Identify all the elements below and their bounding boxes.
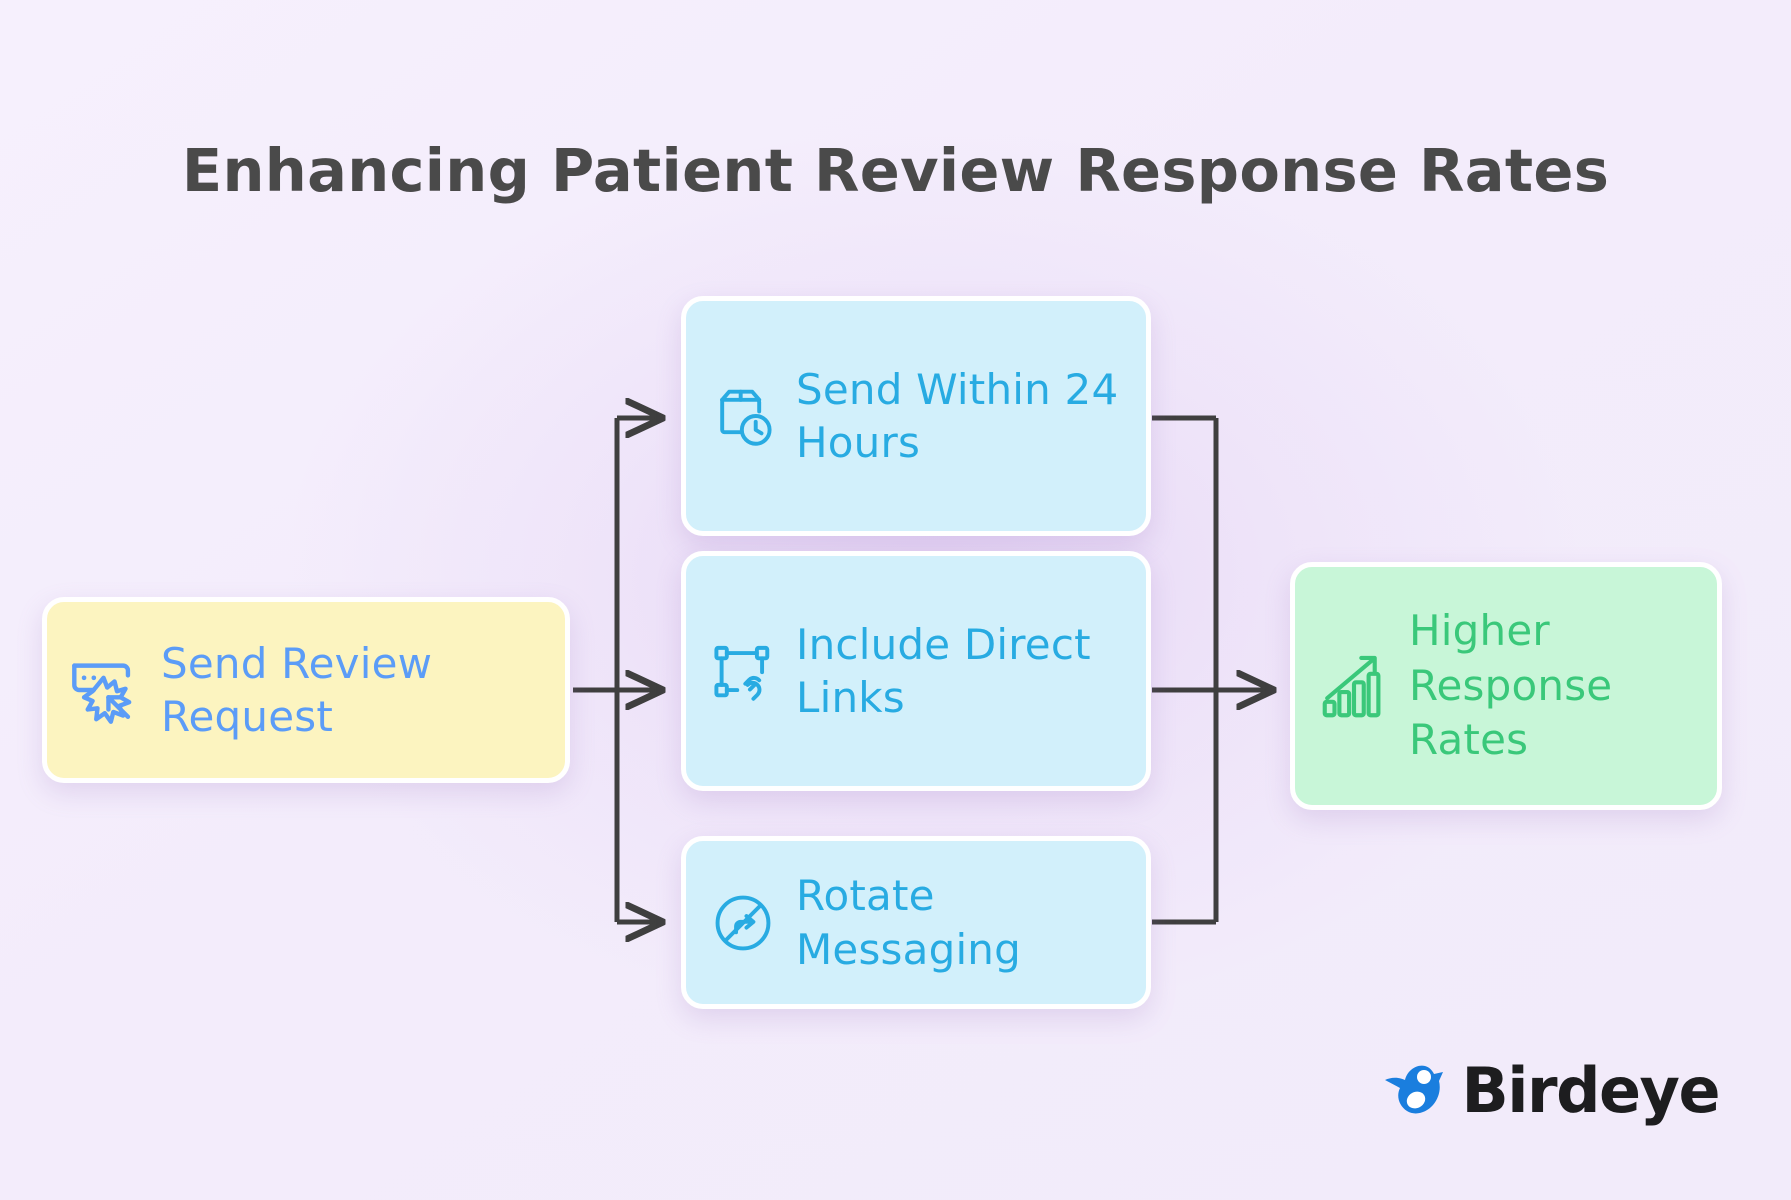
node-rotate-messaging[interactable]: Rotate Messaging [681,836,1151,1009]
package-clock-icon [706,379,780,453]
node-label: Send Within 24 Hours [796,364,1119,467]
bar-chart-growth-icon [1315,647,1393,725]
bird-logo-icon [1384,1065,1443,1114]
node-send-within-24-hours[interactable]: Send Within 24 Hours [681,296,1151,536]
node-send-review-request[interactable]: Send Review Request [42,597,570,783]
node-label: Higher Response Rates [1409,606,1613,765]
birdeye-logo: Birdeye [1382,1054,1721,1127]
page-title: Enhancing Patient Review Response Rates [181,136,1610,205]
node-label: Send Review Request [161,638,433,741]
node-include-direct-links[interactable]: Include Direct Links [681,551,1151,791]
rotate-redirect-icon [706,886,780,960]
node-higher-response-rates[interactable]: Higher Response Rates [1290,562,1722,810]
node-label: Rotate Messaging [796,871,1021,974]
selection-link-icon [706,634,780,708]
review-request-click-icon [67,651,145,729]
birdeye-wordmark: Birdeye [1461,1054,1721,1127]
node-label: Include Direct Links [796,619,1091,722]
